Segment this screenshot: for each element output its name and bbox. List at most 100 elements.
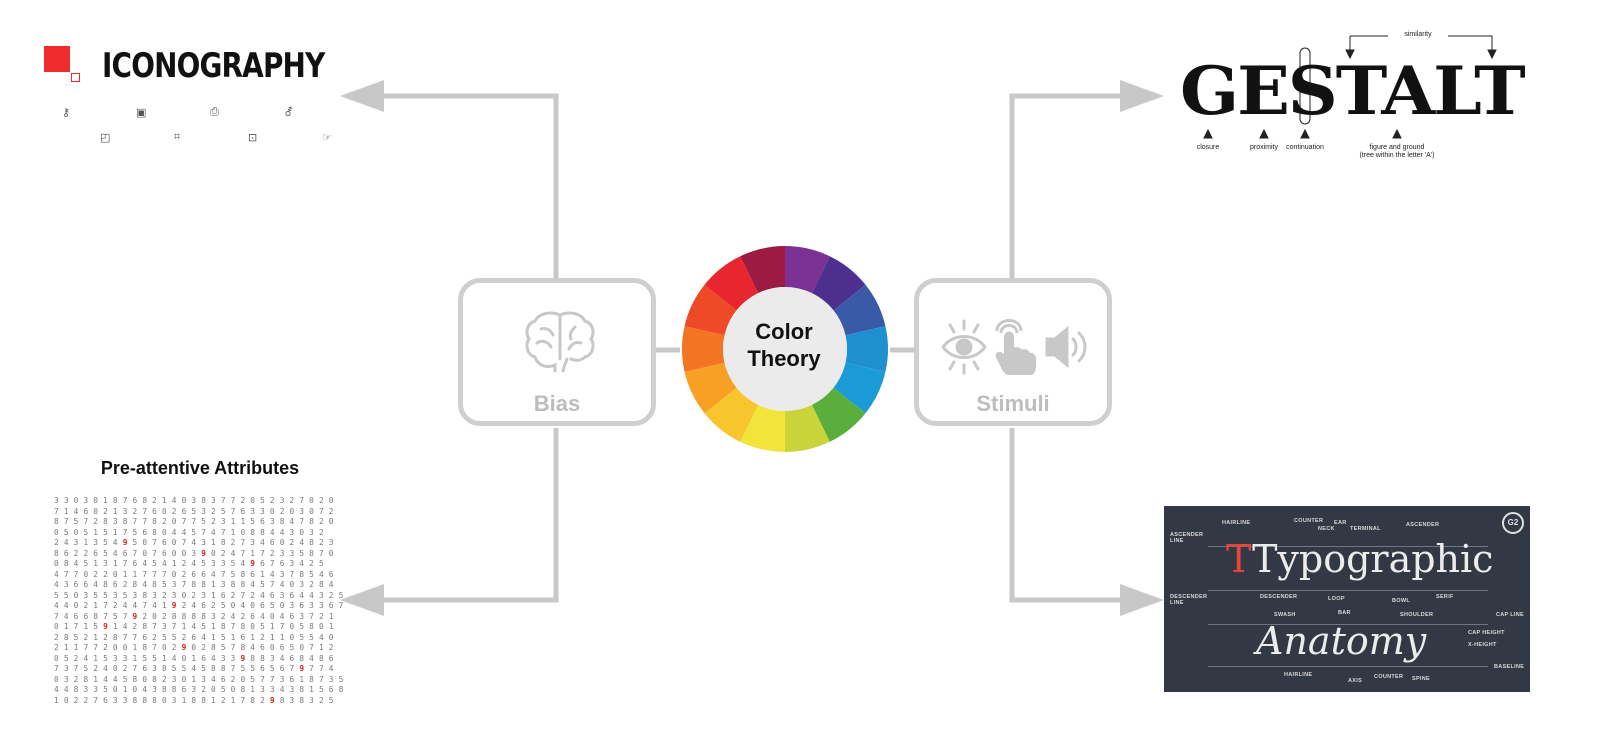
iconography-logo-small-icon [71, 73, 80, 82]
arrowhead-iconography [340, 80, 384, 112]
label-counter: COUNTER [1294, 518, 1324, 524]
label-swash: SWASH [1274, 612, 1296, 618]
typographic-anatomy-panel: TTypographic Anatomy G2 ASCENDER LINE HA… [1164, 506, 1530, 692]
iconography-title: ICONOGRAPHY [102, 46, 325, 86]
label-ascender-line: ASCENDER LINE [1170, 532, 1204, 544]
wheel-segment [684, 284, 737, 336]
digit-row: 0 1 7 1 5 9 1 4 2 8 7 3 7 1 4 5 1 8 7 8 … [54, 622, 334, 631]
wheel-segment [740, 246, 785, 294]
bias-label: Bias [533, 391, 581, 416]
key-icon: ⚷ [62, 107, 71, 119]
label-hairline-2: HAIRLINE [1284, 672, 1313, 678]
wheel-segment [684, 362, 737, 414]
connector-stimuli-top [1009, 93, 1130, 278]
wheel-segment [704, 387, 759, 442]
connector-stimuli-bottom [1009, 428, 1130, 603]
wheel-segment [833, 362, 886, 414]
label-counter-2: COUNTER [1374, 674, 1404, 680]
g2-brand-icon: G2 [1502, 512, 1524, 534]
label-bar: BAR [1338, 610, 1351, 616]
label-descender-line: DESCENDER LINE [1170, 594, 1208, 606]
label-neck: NECK [1318, 526, 1335, 532]
gender-icon: ⚦ [284, 107, 294, 119]
touch-icon [995, 319, 1036, 375]
baseline-guide-1 [1208, 590, 1488, 591]
wheel-segment [704, 256, 759, 311]
bias-node: Bias [458, 278, 656, 426]
digit-row: 4 7 7 0 2 2 0 1 1 7 7 7 0 2 6 6 4 7 5 8 … [54, 569, 334, 579]
gestalt-figure-ground-sub: (tree within the letter 'A') [1359, 152, 1435, 159]
gestalt-closure-label: closure [1196, 144, 1220, 151]
tag-icon: ◰ [100, 132, 111, 144]
gestalt-block: similarity GESTALT closure proximity con… [1170, 28, 1526, 168]
digit-row: 0 3 2 8 1 4 4 5 8 0 8 2 3 0 1 3 4 6 2 0 … [54, 674, 344, 684]
brain-icon [525, 311, 595, 373]
color-wheel [682, 246, 888, 452]
gestalt-word: GESTALT [1180, 52, 1526, 130]
connector-bias-bottom [380, 428, 559, 603]
speaker-icon [1045, 325, 1087, 369]
digit-row: 2 4 3 1 3 5 4 9 5 0 7 6 0 7 4 3 1 8 2 7 … [54, 538, 334, 547]
gestalt-figure-ground-label: figure and ground [1369, 144, 1425, 151]
digit-row: 7 4 6 6 8 7 5 7 9 2 0 2 8 8 8 8 3 2 4 2 … [54, 611, 334, 621]
digit-row: 7 1 4 6 0 2 1 3 2 7 6 0 2 6 5 3 2 5 7 6 … [54, 506, 334, 516]
digit-row: 3 3 0 3 0 1 8 7 6 8 2 1 4 0 3 8 3 7 7 2 … [54, 496, 334, 505]
digit-row: 4 4 0 2 1 7 2 4 4 7 4 1 9 2 4 6 2 5 0 4 … [54, 601, 344, 610]
ascender-guide [1208, 546, 1488, 547]
arrowhead-typography [1120, 584, 1164, 616]
label-cap-line: CAP LINE [1496, 612, 1524, 618]
wheel-segment [811, 387, 866, 442]
label-terminal: TERMINAL [1350, 526, 1381, 532]
label-cap-height: CAP HEIGHT [1468, 630, 1505, 636]
gestalt-continuation-label: continuation [1286, 144, 1324, 151]
gestalt-annotations [1203, 35, 1497, 139]
label-ascender: ASCENDER [1406, 522, 1440, 528]
digit-row: 1 0 2 2 7 6 3 3 8 8 8 0 3 1 8 8 1 2 1 7 … [54, 695, 334, 705]
color-theory-line2: Theory [747, 346, 821, 371]
gestalt-similarity-label: similarity [1388, 31, 1448, 38]
wheel-center [723, 287, 847, 411]
iconography-block: ICONOGRAPHY ⚷ ▣ ⎙ ⚦ ◰ ⌗ ⊡ ☞ [40, 40, 380, 160]
digit-row: 0 5 0 5 1 5 1 7 5 6 8 0 4 4 5 7 4 7 1 0 … [54, 527, 324, 537]
label-serif: SERIF [1436, 594, 1454, 600]
digit-row: 7 3 7 5 2 4 0 2 7 6 3 8 5 5 4 5 8 8 7 5 … [54, 664, 334, 673]
stimuli-label: Stimuli [976, 391, 1050, 416]
wheel-segment [833, 284, 886, 336]
code-icon: ⌗ [174, 131, 181, 143]
digit-row: 4 4 8 3 3 5 0 1 0 4 3 8 8 6 3 2 0 5 0 8 … [54, 685, 344, 694]
typographic-word: TTypographic [1226, 537, 1494, 581]
arrowhead-preattentive [340, 584, 384, 616]
digit-row: 5 5 0 3 5 5 3 5 3 8 3 2 3 0 2 3 1 6 2 7 … [54, 590, 344, 600]
capline-guide [1208, 624, 1488, 625]
wheel-segment [811, 256, 866, 311]
wheel-segment [740, 404, 785, 452]
printer-icon: ⎙ [210, 106, 219, 118]
eye-icon [941, 319, 987, 375]
connector-bias-top [380, 93, 559, 278]
wheel-segment [785, 404, 830, 452]
window-icon: ▣ [136, 107, 147, 119]
typographic-word-text: Typographic [1252, 537, 1494, 581]
label-axis: AXIS [1348, 678, 1363, 684]
hand-icon: ☞ [322, 132, 332, 144]
digit-row: 2 1 1 7 7 2 0 0 1 8 7 0 2 9 0 2 8 5 7 8 … [54, 643, 334, 652]
anatomy-word: Anatomy [1256, 619, 1427, 663]
preattentive-title: Pre-attentive Attributes [100, 458, 300, 478]
label-shoulder: SHOULDER [1400, 612, 1434, 618]
label-ear: EAR [1334, 520, 1347, 526]
color-theory-label: Color Theory [734, 318, 834, 372]
download-icon: ⊡ [248, 132, 258, 144]
label-descender: DESCENDER [1260, 594, 1298, 600]
baseline-guide-2 [1208, 666, 1488, 667]
preattentive-digit-grid: 3 3 0 3 0 1 8 7 6 8 2 1 4 0 3 8 3 7 7 2 … [54, 496, 352, 706]
digit-row: 0 8 4 5 1 3 1 7 6 4 5 4 1 2 4 5 3 3 5 4 … [54, 559, 324, 568]
wheel-segment [785, 246, 830, 294]
label-baseline: BASELINE [1494, 664, 1525, 670]
gestalt-proximity-label: proximity [1249, 144, 1278, 151]
iconography-logo-icon [44, 46, 70, 72]
wheel-segment [682, 326, 725, 372]
label-bowl: BOWL [1392, 598, 1411, 604]
wheel-segment [845, 326, 888, 372]
color-theory-line1: Color [755, 319, 813, 344]
